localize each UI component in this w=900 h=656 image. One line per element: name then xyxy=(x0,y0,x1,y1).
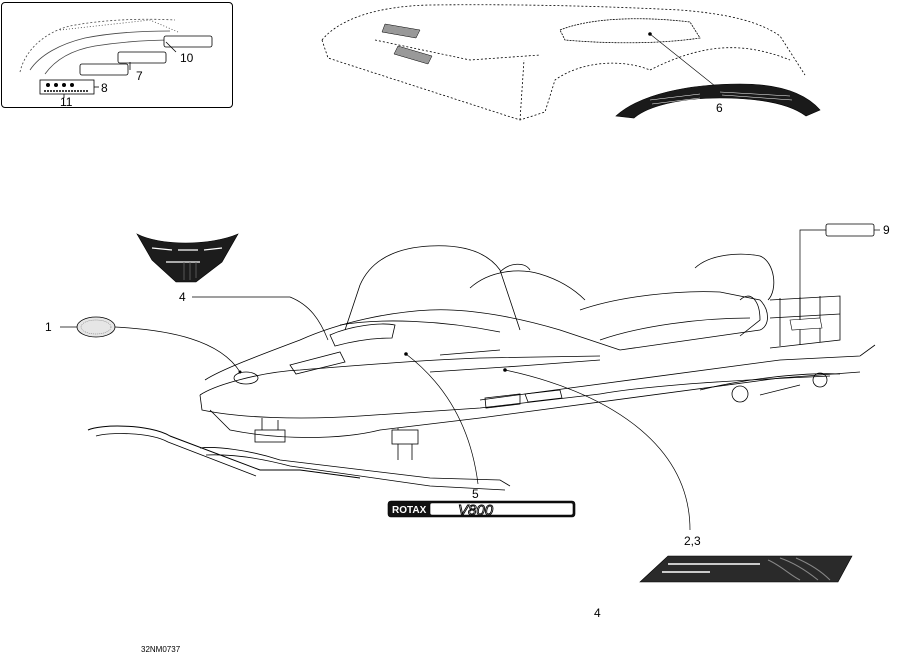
v800-text: V800 xyxy=(458,502,494,519)
snowmobile-body-drawing xyxy=(87,245,876,491)
lynx-logo-decal-top xyxy=(136,233,239,283)
callout-1: 1 xyxy=(45,320,52,334)
decal-1-marker xyxy=(238,370,242,374)
figure-code: 32NM0737 xyxy=(141,645,181,654)
bottom-number: 4 xyxy=(594,606,601,620)
inset-seat-drawing xyxy=(19,18,179,75)
hood-console-drawing xyxy=(321,4,806,121)
inset-label-7b xyxy=(79,63,129,76)
callout-9: 9 xyxy=(883,223,890,237)
rotax-text: ROTAX xyxy=(392,505,427,516)
inset-label-7a xyxy=(117,51,167,64)
decal-9-label xyxy=(825,223,875,237)
leader-lines xyxy=(60,229,880,531)
decal-2-3-marker xyxy=(503,368,507,372)
rotax-v800-decal: ROTAX V800 xyxy=(387,500,576,519)
inset-warning-decal-11 xyxy=(39,79,95,95)
inset-leader-lines xyxy=(63,41,177,98)
hood-vent-grille xyxy=(381,23,433,65)
callout-5: 5 xyxy=(472,487,479,501)
callout-4-hood: 4 xyxy=(179,290,186,304)
callout-2-3: 2,3 xyxy=(684,534,701,548)
inset-detail-frame xyxy=(1,2,233,108)
decal-5-marker xyxy=(404,352,408,356)
rear-rack-decal-9 xyxy=(789,317,823,331)
dash-panel-outline xyxy=(559,18,701,44)
callout-11: 11 xyxy=(60,95,73,109)
callout-7: 7 xyxy=(136,69,143,83)
callout-6: 6 xyxy=(716,101,723,115)
callout-8: 8 xyxy=(101,81,108,95)
inset-label-10 xyxy=(163,35,213,48)
round-decal-1 xyxy=(76,316,116,338)
decal-6-windshield-warning xyxy=(615,83,821,119)
lynx-pro-decal-bottom xyxy=(639,555,853,583)
callout-10: 10 xyxy=(180,51,194,65)
